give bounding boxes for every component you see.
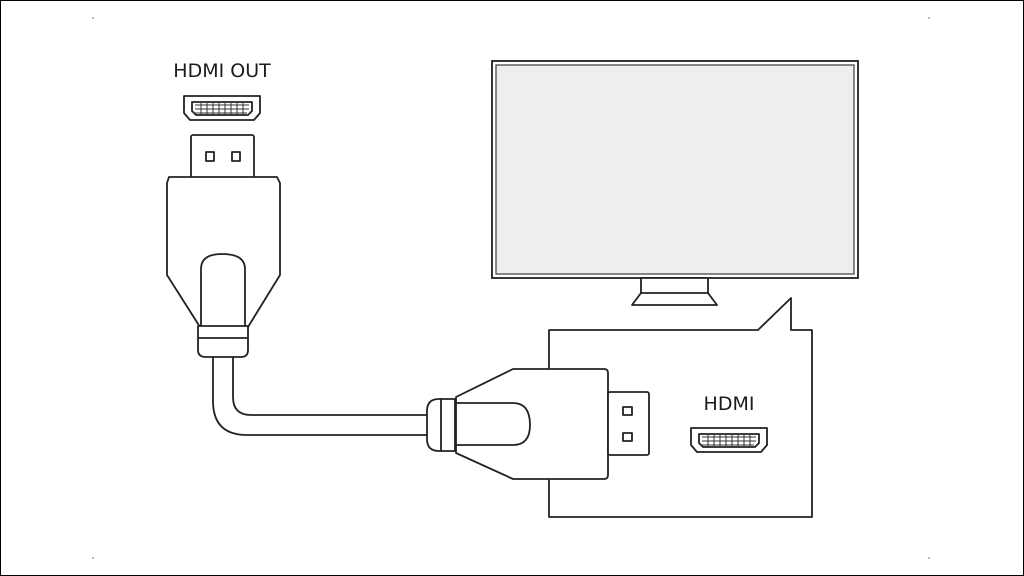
source-port-label: HDMI OUT (173, 60, 271, 82)
television (491, 60, 859, 306)
hdmi-cable (212, 356, 430, 436)
hdmi-plug-vertical (166, 134, 281, 358)
tv-port-label: HDMI (704, 393, 755, 415)
corner-marks (92, 17, 930, 559)
tv-hdmi-port-icon (690, 427, 768, 453)
hdmi-plug-horizontal (426, 368, 650, 480)
tv-rear-callout-panel (548, 297, 813, 518)
source-hdmi-port-icon (183, 95, 261, 121)
